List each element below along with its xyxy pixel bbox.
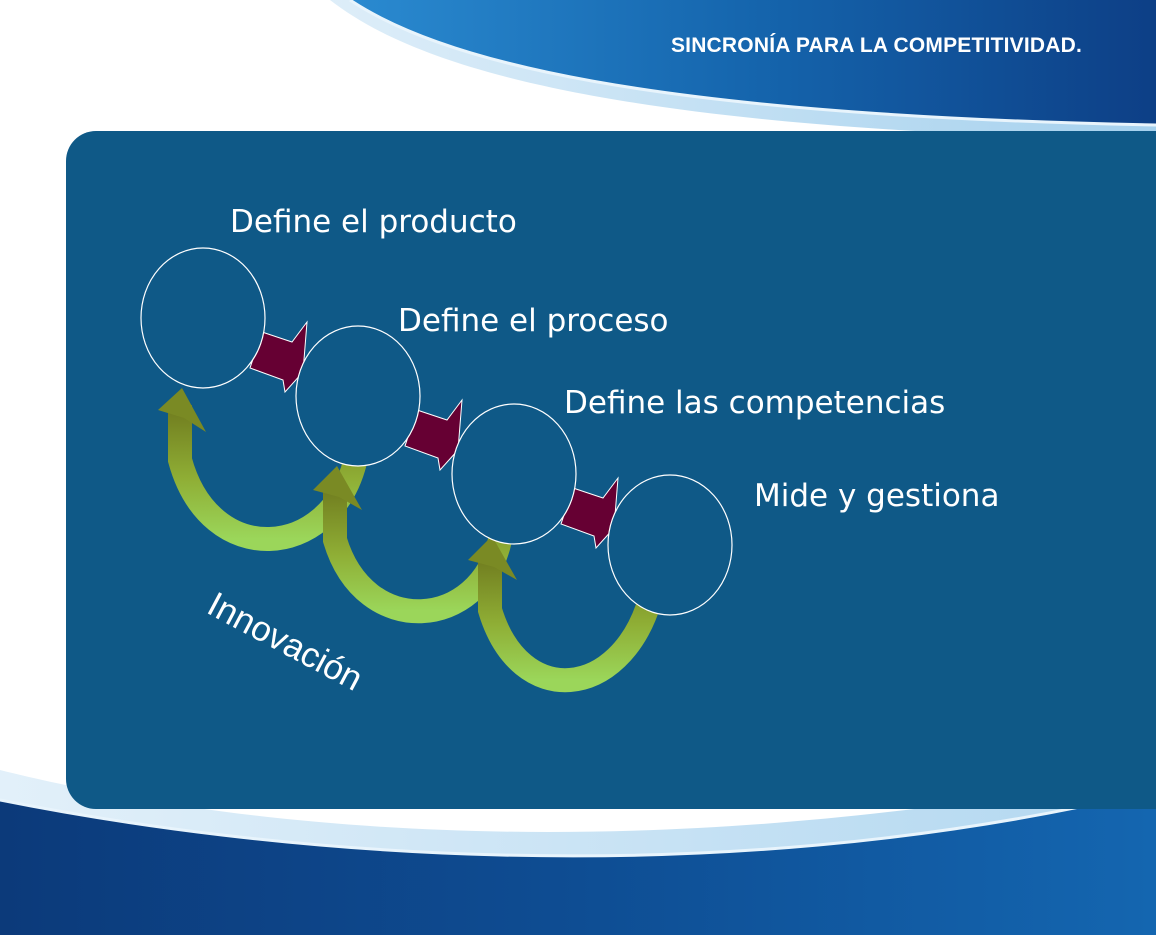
step-circle-3 <box>451 403 577 545</box>
step-label-3: Define las competencias <box>564 385 945 421</box>
step-circle-2 <box>295 325 421 467</box>
step-label-1: Define el producto <box>230 204 517 240</box>
feedback-arrow-3 <box>468 536 662 692</box>
step-label-2: Define el proceso <box>398 303 669 339</box>
step-arrow-2 <box>404 398 463 472</box>
innovation-label: Innovación <box>201 585 369 699</box>
step-circle-1 <box>140 247 266 389</box>
content-panel <box>66 131 1156 809</box>
step-label-4: Mide y gestiona <box>754 478 999 514</box>
slide-title: SINCRONÍA PARA LA COMPETITIVIDAD. <box>670 34 1082 57</box>
step-arrow-3 <box>560 476 619 550</box>
step-arrow-1 <box>249 320 308 394</box>
step-circle-4 <box>607 474 733 616</box>
